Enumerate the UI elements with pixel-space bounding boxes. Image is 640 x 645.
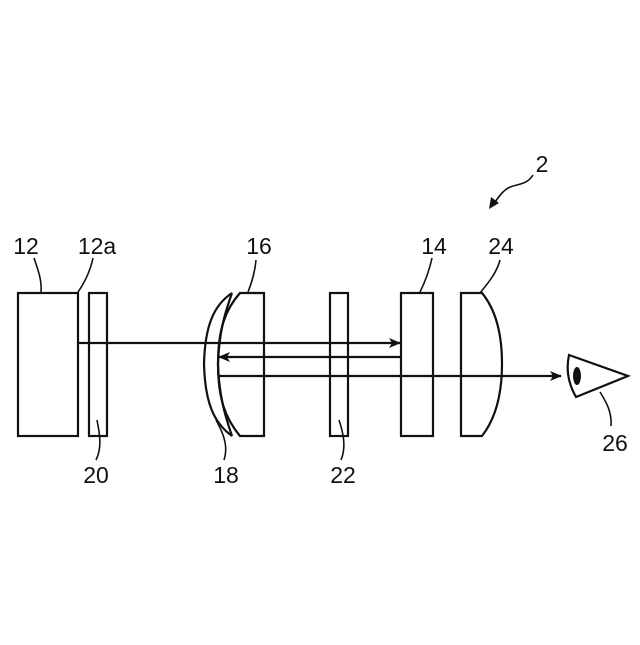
label-18: 18: [213, 462, 239, 488]
lens-24: [461, 293, 502, 436]
leader-20: [96, 420, 100, 460]
leader-12a: [78, 258, 93, 292]
label-12: 12: [13, 233, 39, 259]
label-22: 22: [330, 462, 356, 488]
label-2: 2: [536, 151, 549, 177]
label-26: 26: [602, 430, 628, 456]
leader-16: [248, 260, 256, 292]
plate-22: [330, 293, 348, 436]
label-12a: 12a: [78, 233, 117, 259]
leader-26: [600, 392, 611, 426]
curved-element-18-inner: [218, 293, 232, 436]
leader-24: [480, 260, 500, 293]
label-24: 24: [488, 233, 514, 259]
element-14: [401, 293, 433, 436]
label-20: 20: [83, 462, 109, 488]
leader-12: [34, 258, 41, 292]
label-16: 16: [246, 233, 272, 259]
leader-14: [420, 258, 432, 292]
system-reference-leader: [493, 175, 533, 205]
display-block-12: [18, 293, 78, 436]
plate-20: [89, 293, 107, 436]
label-14: 14: [421, 233, 447, 259]
leader-22: [339, 420, 344, 460]
eye-icon: [568, 355, 628, 397]
